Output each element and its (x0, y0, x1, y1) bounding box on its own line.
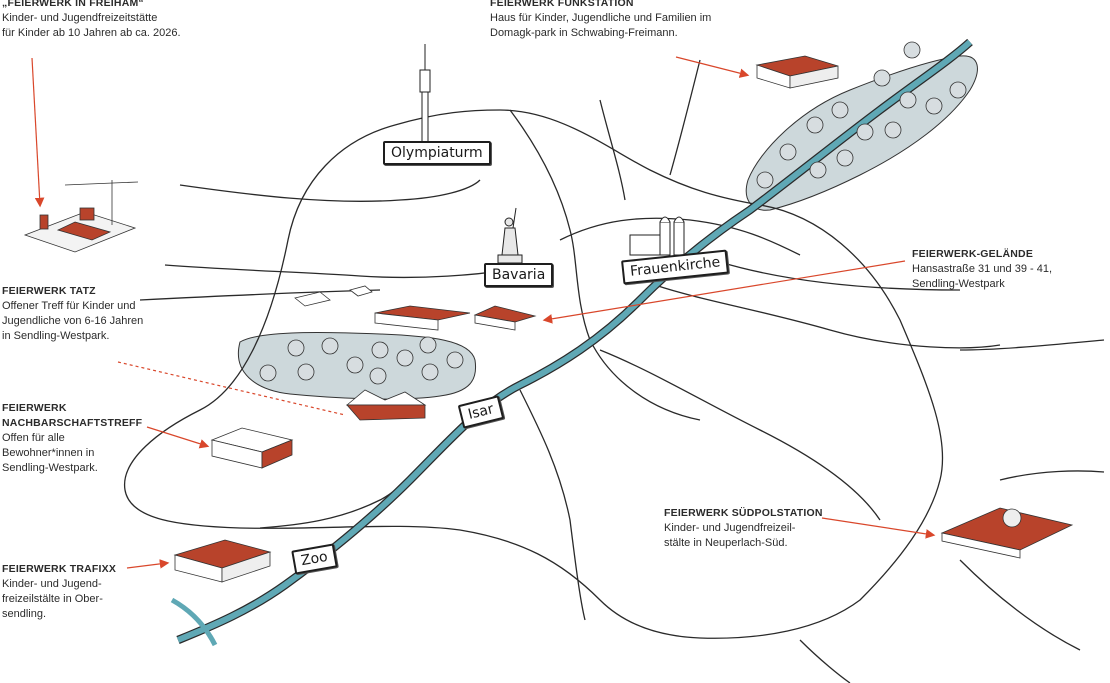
trafixx-line-1: Kinder- und Jugend- (2, 578, 102, 590)
trafixx-line-2: freizeilstälte in Ober- (2, 593, 103, 605)
nachbarschaftstreff-title-1: FEIERWERK (2, 402, 67, 414)
suedpolstation-building-icon (940, 507, 1074, 559)
suedpolstation-line-1: Kinder- und Jugendfreizeil- (664, 522, 796, 534)
suedpolstation-info: FEIERWERK SÜDPOLSTATION Kinder- und Juge… (664, 506, 844, 551)
tatz-title: FEIERWERK TATZ (2, 285, 96, 297)
tatz-line-1: Offener Treff für Kinder und (2, 300, 136, 312)
nachbarschaftstreff-title-2: NACHBARSCHAFTSTREFF (2, 417, 143, 429)
freiham-line-2: für Kinder ab 10 Jahren ab ca. 2026. (2, 27, 181, 39)
pointer-arrows (31, 56, 936, 569)
suedpolstation-title: FEIERWERK SÜDPOLSTATION (664, 507, 823, 519)
suedpolstation-line-2: stälte in Neuperlach-Süd. (664, 537, 788, 549)
nachbarschaftstreff-line-1: Offen für alle (2, 432, 65, 444)
nachbarschaftstreff-line-2: Bewohner*innen in (2, 447, 95, 459)
tatz-line-2: Jugendliche von 6-16 Jahren (2, 315, 144, 327)
olympiaturm-label: Olympiaturm (383, 141, 491, 165)
trafixx-title: FEIERWERK TRAFIXX (2, 563, 117, 575)
nachbarschaftstreff-info: FEIERWERK NACHBARSCHAFTSTREFF Offen für … (2, 401, 152, 476)
trafixx-line-3: sendling. (2, 608, 47, 620)
trees (259, 41, 967, 385)
nachbarschaftstreff-building-icon (210, 427, 294, 469)
tatz-info: FEIERWERK TATZ Offener Treff für Kinder … (2, 284, 182, 344)
gelaende-title: FEIERWERK-GELÄNDE (912, 248, 1034, 260)
olympiaturm-icon (419, 44, 431, 143)
gelaende-line-2: Sendling-Westpark (912, 278, 1005, 290)
tatz-building-icon (345, 389, 427, 421)
freiham-title: „FEIERWERK IN FREIHAM“ (2, 0, 144, 9)
frauenkirche-icon (629, 216, 685, 256)
gelaende-line-1: Hansastraße 31 und 39 - 41, (912, 263, 1053, 275)
gelaende-info: FEIERWERK-GELÄNDE Hansastraße 31 und 39 … (912, 247, 1102, 292)
feierwerk-gelaende-buildings-icon (294, 285, 537, 331)
bavaria-label: Bavaria (484, 263, 554, 287)
funkstation-info: FEIERWERK FUNKSTATION Haus für Kinder, J… (490, 0, 760, 41)
bavaria-statue-icon (497, 207, 523, 264)
tatz-line-3: in Sendling-Westpark. (2, 330, 110, 342)
funkstation-title: FEIERWERK FUNKSTATION (490, 0, 634, 9)
trafixx-info: FEIERWERK TRAFIXX Kinder- und Jugend- fr… (2, 562, 142, 622)
funkstation-line-2: Domagk-park in Schwabing-Freimann. (490, 27, 678, 39)
funkstation-building-icon (755, 55, 839, 89)
trafixx-building-icon (173, 539, 272, 583)
freiham-line-1: Kinder- und Jugendfreizeitstätte (2, 12, 158, 24)
funkstation-line-1: Haus für Kinder, Jugendliche und Familie… (490, 12, 712, 24)
freiham-building-icon (23, 180, 139, 253)
nachbarschaftstreff-line-3: Sendling-Westpark. (2, 462, 98, 474)
freiham-info: „FEIERWERK IN FREIHAM“ Kinder- und Jugen… (2, 0, 232, 41)
roads (124, 59, 1105, 683)
